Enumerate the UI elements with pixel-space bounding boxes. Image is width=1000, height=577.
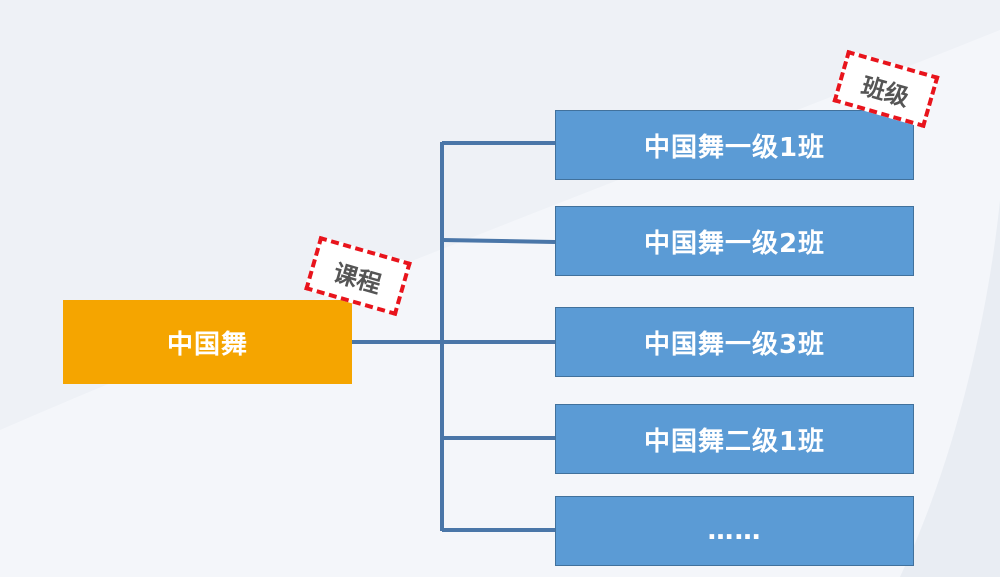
class-node-label: 中国舞一级1班 bbox=[643, 132, 826, 163]
class-node-1: 中国舞一级1班 bbox=[555, 110, 914, 180]
class-node-label: 中国舞一级3班 bbox=[643, 329, 826, 360]
class-node-3: 中国舞一级3班 bbox=[555, 307, 914, 377]
class-node-label: …… bbox=[707, 516, 762, 546]
class-tag-label: 班级 bbox=[858, 71, 913, 112]
connector-branch-2 bbox=[441, 238, 556, 244]
class-node-label: 中国舞一级2班 bbox=[643, 228, 826, 259]
class-node-2: 中国舞一级2班 bbox=[555, 206, 914, 276]
class-node-label: 中国舞二级1班 bbox=[643, 426, 826, 457]
class-node-5: …… bbox=[555, 496, 914, 566]
course-label: 中国舞 bbox=[166, 329, 248, 360]
course-node: 中国舞 bbox=[63, 300, 352, 384]
class-node-4: 中国舞二级1班 bbox=[555, 404, 914, 474]
course-tag-label: 课程 bbox=[330, 258, 385, 299]
